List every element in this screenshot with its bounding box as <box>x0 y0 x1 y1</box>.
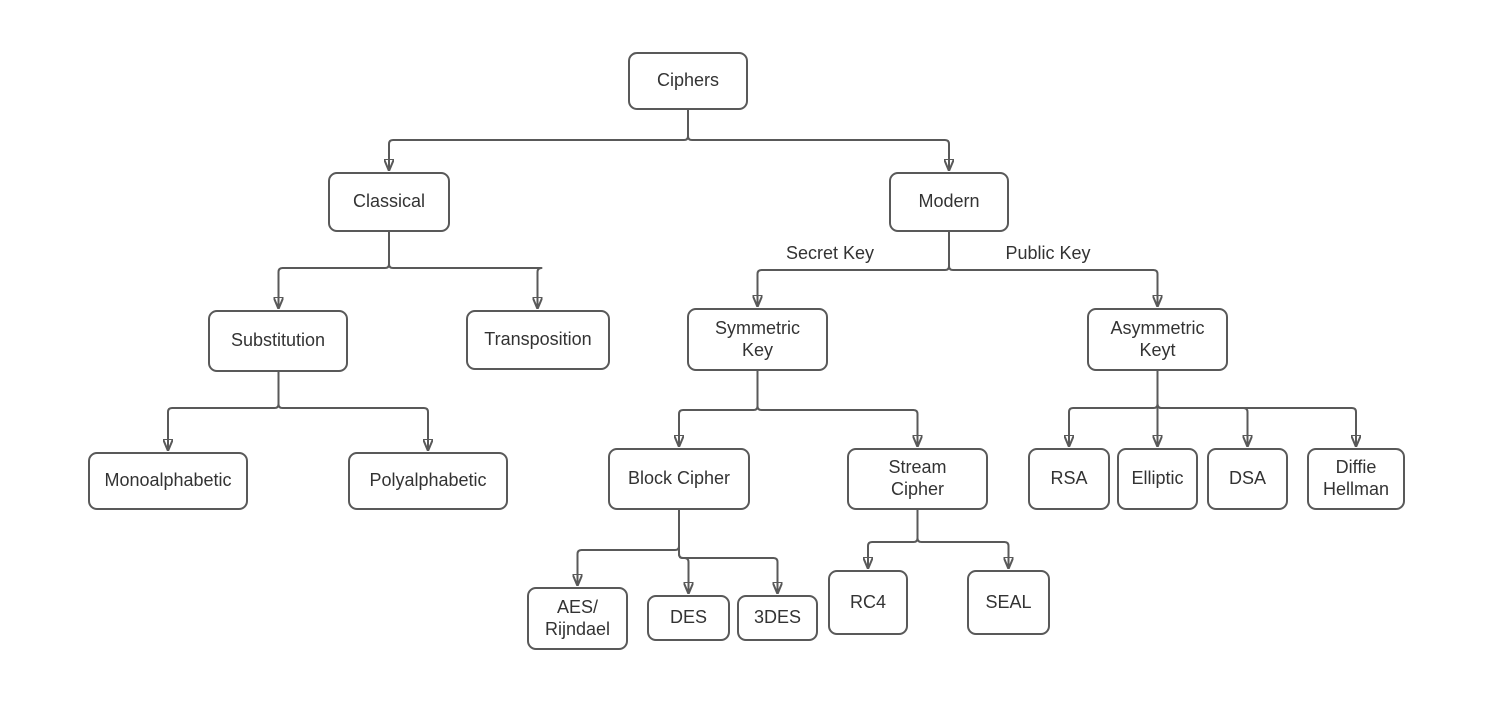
edge-stream-rc4 <box>868 510 919 568</box>
node-diffie-hellman: Diffie Hellman <box>1307 448 1405 510</box>
node-seal: SEAL <box>967 570 1050 635</box>
edge-modern-asymmetric <box>948 232 1158 306</box>
node-elliptic: Elliptic <box>1117 448 1198 510</box>
node-ciphers: Ciphers <box>628 52 748 110</box>
node-rsa: RSA <box>1028 448 1110 510</box>
node-3des: 3DES <box>737 595 818 641</box>
edge-ciphers-classical <box>389 110 689 170</box>
node-substitution: Substitution <box>208 310 348 372</box>
node-classical: Classical <box>328 172 450 232</box>
node-monoalphabetic: Monoalphabetic <box>88 452 248 510</box>
edge-stream-seal <box>916 510 1009 568</box>
node-aes-rijndael: AES/ Rijndael <box>527 587 628 650</box>
edge-asymmetric-diffie <box>1156 371 1357 446</box>
edge-block-des <box>678 510 689 593</box>
edge-label-secret-key: Secret Key <box>770 243 890 264</box>
edge-classical-transposition <box>388 232 543 308</box>
node-modern: Modern <box>889 172 1009 232</box>
node-rc4: RC4 <box>828 570 908 635</box>
node-symmetric-key: Symmetric Key <box>687 308 828 371</box>
edge-symmetric-stream <box>756 371 918 446</box>
node-asymmetric-keyt: Asymmetric Keyt <box>1087 308 1228 371</box>
edge-ciphers-modern <box>687 110 949 170</box>
edge-block-3des <box>678 510 778 593</box>
node-block-cipher: Block Cipher <box>608 448 750 510</box>
edge-symmetric-block <box>679 371 759 446</box>
node-stream-cipher: Stream Cipher <box>847 448 988 510</box>
edge-substitution-monoalphabetic <box>168 372 280 450</box>
node-polyalphabetic: Polyalphabetic <box>348 452 508 510</box>
node-transposition: Transposition <box>466 310 610 370</box>
node-dsa: DSA <box>1207 448 1288 510</box>
edge-classical-substitution <box>279 232 390 308</box>
edge-label-public-key: Public Key <box>988 243 1108 264</box>
node-des: DES <box>647 595 730 641</box>
edge-block-aes <box>578 510 680 585</box>
edge-asymmetric-rsa <box>1069 371 1159 446</box>
edge-substitution-polyalphabetic <box>277 372 429 450</box>
